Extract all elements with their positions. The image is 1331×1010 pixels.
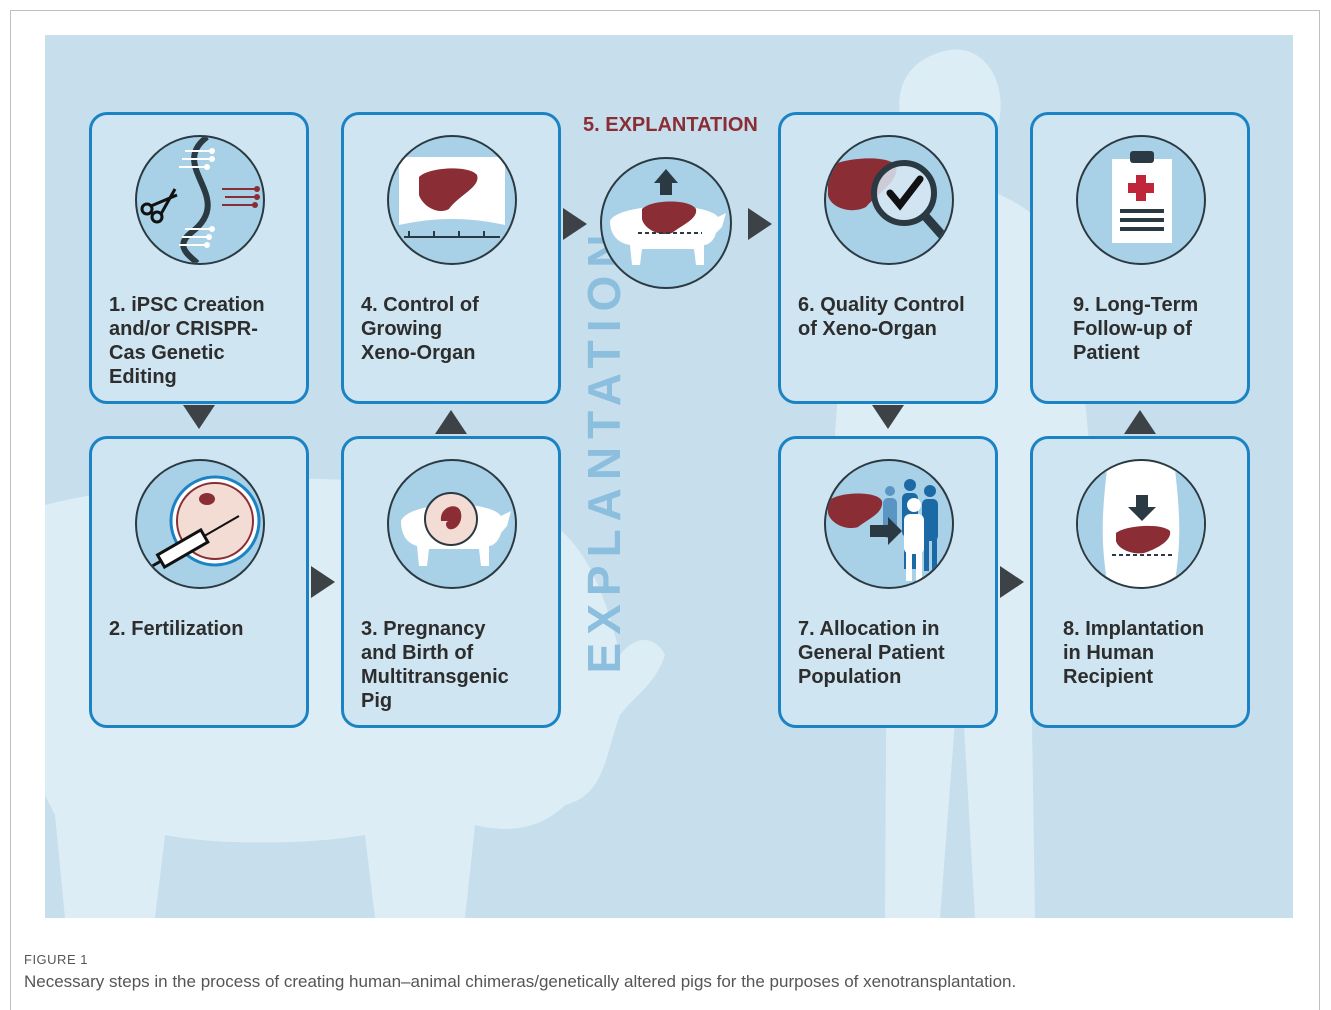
arrow-1-to-2: [183, 405, 215, 429]
step-3-box: 3. Pregnancy and Birth of Multitransgeni…: [341, 436, 561, 728]
step-1-box: 1. iPSC Creation and/or CRISPR- Cas Gene…: [89, 112, 309, 404]
arrow-4-to-5: [563, 208, 587, 240]
step-7-box: 7. Allocation in General Patient Populat…: [778, 436, 998, 728]
arrow-3-to-4: [435, 410, 467, 434]
arrow-6-to-7: [872, 405, 904, 429]
step-8-label: 8. Implantation in Human Recipient: [1063, 618, 1205, 688]
arrow-7-to-8: [1000, 566, 1024, 598]
injection-icon: [135, 459, 265, 589]
arrow-8-to-9: [1124, 410, 1156, 434]
torso-implant-icon: [1076, 459, 1206, 589]
step-6-box: 6. Quality Control of Xeno-Organ: [778, 112, 998, 404]
step-9-box: 9. Long-Term Follow-up of Patient: [1030, 112, 1250, 404]
step-6-label: 6. Quality Control of Xeno-Organ: [798, 294, 965, 340]
pig-liver-explant-icon: [600, 157, 732, 289]
step-1-label: 1. iPSC Creation and/or CRISPR- Cas Gene…: [109, 294, 265, 388]
arrow-2-to-3: [311, 566, 335, 598]
step-7-label: 7. Allocation in General Patient Populat…: [798, 618, 945, 688]
step-2-label: 2. Fertilization: [109, 618, 244, 640]
step-4-box: 4. Control of Growing Xeno-Organ: [341, 112, 561, 404]
explantation-title: 5. EXPLANTATION: [583, 114, 758, 136]
pregnant-pig-icon: [387, 459, 517, 589]
ultrasound-liver-icon: [387, 135, 517, 265]
magnifier-check-icon: [824, 135, 954, 265]
allocation-people-icon: [824, 459, 954, 589]
step-4-label: 4. Control of Growing Xeno-Organ: [361, 294, 479, 364]
step-2-box: 2. Fertilization: [89, 436, 309, 728]
step-9-label: 9. Long-Term Follow-up of Patient: [1073, 294, 1199, 364]
dna-scissors-icon: [135, 135, 265, 265]
figure-frame: [10, 10, 1320, 1010]
step-3-label: 3. Pregnancy and Birth of Multitransgeni…: [361, 618, 509, 712]
clipboard-icon: [1076, 135, 1206, 265]
figure-label: FIGURE 1: [24, 952, 88, 967]
step-8-box: 8. Implantation in Human Recipient: [1030, 436, 1250, 728]
explantation-vertical-text: EXPLANTATION: [578, 226, 630, 674]
figure-caption: Necessary steps in the process of creati…: [24, 972, 1017, 991]
arrow-5-to-6: [748, 208, 772, 240]
